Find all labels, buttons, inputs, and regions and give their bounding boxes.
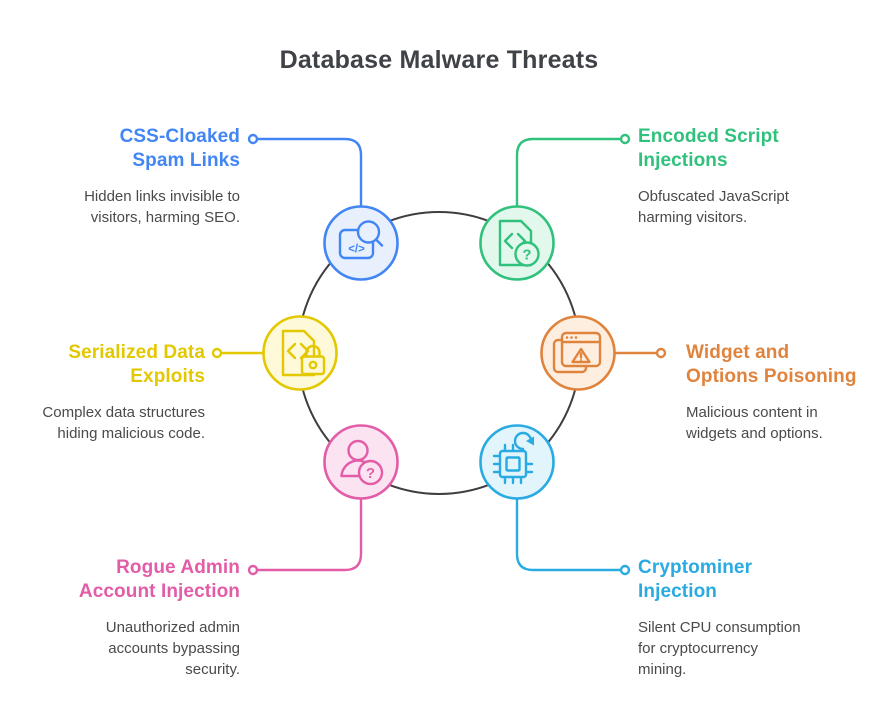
script-question-icon: ? xyxy=(479,205,555,281)
refresh-arrow-head xyxy=(526,436,534,446)
window-warning-icon xyxy=(540,315,616,391)
warning-triangle xyxy=(571,347,591,364)
window-dot xyxy=(574,336,578,339)
connector-css-cloaked xyxy=(247,133,363,208)
connector-widget-options xyxy=(613,347,667,359)
label-widget-options-poisoning: Widget and Options Poisoning Malicious c… xyxy=(686,341,857,444)
connector-rogue-admin xyxy=(247,496,363,576)
code-search-icon: </> xyxy=(323,205,399,281)
code-glyph: </> xyxy=(348,244,365,256)
refresh-arrow-arc xyxy=(513,431,533,451)
question-badge-circle xyxy=(357,459,384,486)
document-lock-icon xyxy=(262,315,338,391)
node-title: Rogue Admin Account Injection xyxy=(78,557,240,602)
connector-dot xyxy=(619,564,631,576)
node-circle xyxy=(479,205,555,281)
magnifier-glass xyxy=(356,220,381,244)
question-badge-glyph: ? xyxy=(522,247,531,264)
label-css-cloaked-spam-links: CSS-Cloaked Spam Links Hidden links invi… xyxy=(84,125,240,228)
label-encoded-script-injections: Encoded Script Injections Obfuscated Jav… xyxy=(638,125,789,228)
node-description: Hidden links invisible to visitors, harm… xyxy=(84,188,240,226)
connector-dot xyxy=(619,133,631,145)
lock-body xyxy=(300,355,326,376)
node-title: Cryptominer Injection xyxy=(638,557,753,602)
node-title: Widget and Options Poisoning xyxy=(686,342,857,387)
label-cryptominer-injection: Cryptominer Injection Silent CPU consump… xyxy=(638,556,801,680)
lock-keyhole xyxy=(308,360,318,370)
question-badge-circle xyxy=(514,241,540,267)
bracket-left xyxy=(503,232,514,250)
connector-dot xyxy=(655,347,667,359)
page-title: Database Malware Threats xyxy=(279,46,599,74)
bracket-left xyxy=(286,342,297,360)
connector-dot xyxy=(211,347,223,359)
node-description: Complex data structures hiding malicious… xyxy=(42,404,205,442)
lock-shackle xyxy=(305,344,321,358)
connector-cryptominer xyxy=(515,496,631,576)
warning-exclamation-dot xyxy=(580,359,582,361)
node-circle xyxy=(262,315,338,391)
question-badge-glyph: ? xyxy=(366,465,375,482)
node-title: Serialized Data Exploits xyxy=(68,342,205,387)
cpu-core xyxy=(505,456,521,472)
label-rogue-admin-account-injection: Rogue Admin Account Injection Unauthoriz… xyxy=(79,556,240,680)
node-description: Obfuscated JavaScript harming visitors. xyxy=(638,188,789,226)
code-card-shape xyxy=(338,228,375,260)
node-description: Malicious content in widgets and options… xyxy=(686,404,823,442)
connector-encoded-script xyxy=(515,133,631,208)
node-circle xyxy=(323,205,399,281)
node-title: Encoded Script Injections xyxy=(638,126,779,171)
cpu-refresh-icon xyxy=(479,424,555,500)
connector-dot xyxy=(247,564,259,576)
connector-dot xyxy=(247,133,259,145)
label-serialized-data-exploits: Serialized Data Exploits Complex data st… xyxy=(42,341,205,444)
node-description: Unauthorized admin accounts bypassing se… xyxy=(105,619,240,678)
window-dot xyxy=(565,336,569,339)
node-description: Silent CPU consumption for cryptocurrenc… xyxy=(638,619,801,678)
connector-serialized-data xyxy=(211,347,265,359)
cpu-body xyxy=(498,449,528,479)
user-question-icon: ? xyxy=(323,424,399,500)
window-dot xyxy=(570,336,573,339)
node-title: CSS-Cloaked Spam Links xyxy=(119,126,240,171)
magnifier-handle xyxy=(374,238,384,247)
